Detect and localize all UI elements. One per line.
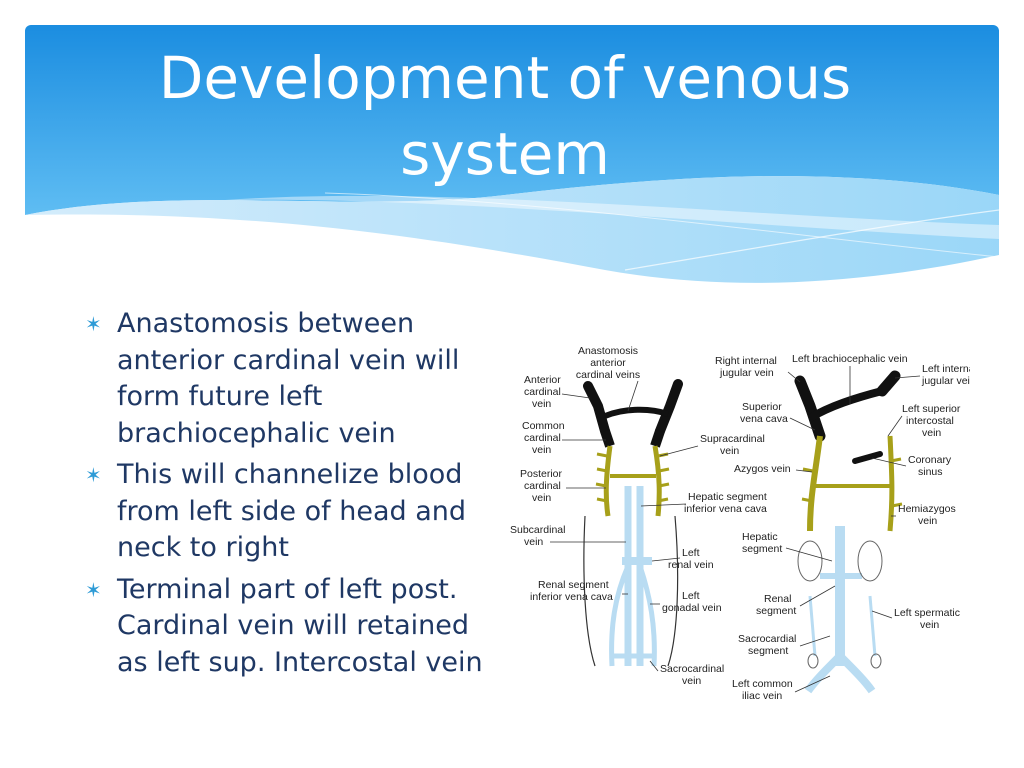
label-hemiazygos-2: vein	[918, 515, 937, 527]
label-hemiazygos-1: Hemiazygos	[898, 503, 956, 515]
label-svc-2: vena cava	[740, 413, 788, 425]
label-left-common-iliac-2: iliac vein	[742, 690, 782, 702]
banner-wave	[25, 25, 999, 283]
label-left-brachiocephalic: Left brachiocephalic vein	[792, 353, 908, 365]
bullet-item: ✶ Terminal part of left post. Cardinal ve…	[85, 572, 495, 682]
bullet-text: This will channelize blood from left sid…	[117, 459, 467, 563]
label-hepatic-segment-1: Hepatic segment	[688, 491, 767, 503]
label-coronary-sinus-1: Coronary	[908, 454, 952, 466]
label-hepatic-2: segment	[742, 543, 782, 555]
label-renal-2: segment	[756, 605, 796, 617]
venous-system-diagram: Anastomosis anterior cardinal veins Ante…	[510, 336, 970, 711]
label-left-internal-jugular-1: Left internal	[922, 363, 970, 375]
bullet-item: ✶ Anastomosis between anterior cardinal v…	[85, 306, 495, 452]
label-common-cardinal-2: cardinal	[524, 432, 561, 444]
label-left-gonadal-2: gonadal vein	[662, 602, 722, 614]
label-left-sup-intercostal-1: Left superior	[902, 403, 961, 415]
label-renal-1: Renal	[764, 593, 791, 605]
label-left-renal-2: renal vein	[668, 559, 714, 571]
label-left-gonadal-1: Left	[682, 590, 700, 602]
label-supracardinal-2: vein	[720, 445, 739, 457]
label-azygos: Azygos vein	[734, 463, 791, 475]
right-labels: Right internal jugular vein Left brachio…	[715, 353, 970, 702]
label-common-cardinal-3: vein	[532, 444, 551, 456]
title-line-1: Development of venous	[158, 44, 852, 112]
label-svc-1: Superior	[742, 401, 782, 413]
label-right-internal-jugular-2: jugular vein	[719, 367, 774, 379]
label-left-sup-intercostal-3: vein	[922, 427, 941, 439]
label-hepatic-1: Hepatic	[742, 531, 778, 543]
left-vein-diagram	[583, 379, 683, 667]
label-common-cardinal-1: Common	[522, 420, 565, 432]
page-title: Development of venous system	[0, 40, 1010, 192]
label-posterior-cardinal-1: Posterior	[520, 468, 563, 480]
bullet-text: Anastomosis between anterior cardinal ve…	[117, 308, 460, 449]
title-line-2: system	[400, 120, 610, 188]
star-bullet-icon: ✶	[85, 463, 102, 487]
label-subcardinal-1: Subcardinal	[510, 524, 565, 536]
label-hepatic-segment-2: inferior vena cava	[684, 503, 767, 515]
label-renal-segment-1: Renal segment	[538, 579, 609, 591]
label-sacrocardinal-1: Sacrocardinal	[660, 663, 724, 675]
label-left-renal-1: Left	[682, 547, 700, 559]
label-sacrocardial-2: segment	[748, 645, 788, 657]
label-anastomosis-1: Anastomosis	[578, 345, 638, 357]
label-left-common-iliac-1: Left common	[732, 678, 793, 690]
left-labels: Anastomosis anterior cardinal veins Ante…	[510, 345, 767, 687]
right-vein-diagram	[794, 370, 903, 694]
label-sacrocardinal-2: vein	[682, 675, 701, 687]
bullet-text: Terminal part of left post. Cardinal vei…	[117, 573, 483, 678]
label-subcardinal-2: vein	[524, 536, 543, 548]
label-anastomosis-3: cardinal veins	[576, 369, 640, 381]
label-supracardinal-1: Supracardinal	[700, 433, 765, 445]
bullet-item: ✶ This will channelize blood from left si…	[85, 457, 495, 567]
label-anastomosis-2: anterior	[590, 357, 626, 369]
star-bullet-icon: ✶	[85, 577, 102, 602]
label-posterior-cardinal-2: cardinal	[524, 480, 561, 492]
label-left-sup-intercostal-2: intercostal	[906, 415, 954, 427]
label-left-spermatic-1: Left spermatic	[894, 607, 960, 619]
label-coronary-sinus-2: sinus	[918, 466, 943, 478]
label-right-internal-jugular-1: Right internal	[715, 355, 777, 367]
star-bullet-icon: ✶	[85, 312, 102, 336]
label-left-internal-jugular-2: jugular vein	[921, 375, 970, 387]
label-renal-segment-2: inferior vena cava	[530, 591, 613, 603]
label-left-spermatic-2: vein	[920, 619, 939, 631]
label-anterior-cardinal-2: cardinal	[524, 386, 561, 398]
label-sacrocardial-1: Sacrocardial	[738, 633, 796, 645]
label-posterior-cardinal-3: vein	[532, 492, 551, 504]
bullet-list: ✶ Anastomosis between anterior cardinal v…	[85, 306, 495, 686]
label-anterior-cardinal-1: Anterior	[524, 374, 561, 386]
label-anterior-cardinal-3: vein	[532, 398, 551, 410]
title-banner	[25, 25, 999, 295]
